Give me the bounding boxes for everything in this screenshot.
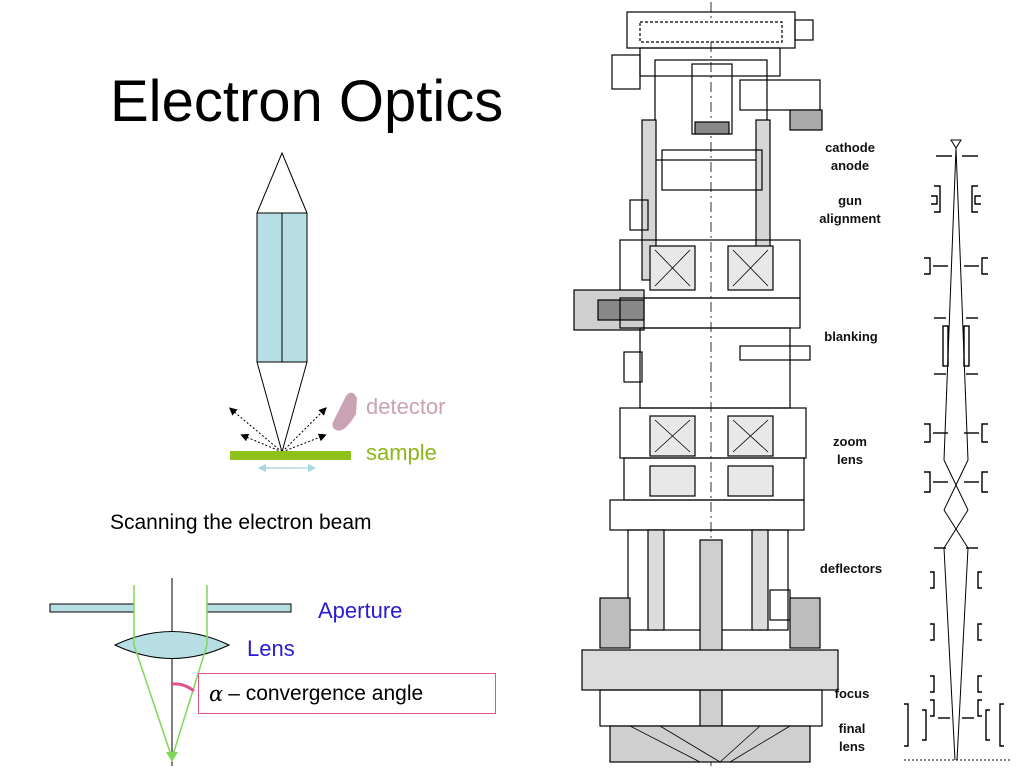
convergence-angle-text: – convergence angle — [228, 681, 424, 705]
slide-title: Electron Optics — [110, 69, 504, 134]
cathode-anode-label: cathode anode — [813, 139, 887, 175]
zoom-lens-word: lens — [836, 452, 863, 467]
scan-caption: Scanning the electron beam — [110, 511, 372, 534]
converging-rays — [133, 585, 208, 759]
detector-shape — [332, 392, 357, 431]
lens-shape — [113, 631, 231, 659]
cathode-label: cathode — [825, 140, 875, 155]
aperture-plates — [49, 603, 292, 613]
electron-beam-shape — [256, 151, 308, 453]
aperture-label: Aperture — [318, 598, 403, 623]
final-lens-label: final lens — [822, 720, 882, 756]
alpha-symbol: α — [209, 681, 224, 706]
zoom-label: zoom — [833, 434, 867, 449]
convergence-angle-arc — [171, 682, 195, 693]
deflectors-label: deflectors — [819, 561, 883, 576]
convergence-angle-box: α – convergence angle — [198, 673, 496, 714]
electron-column-drawing — [573, 2, 839, 766]
alignment-label: alignment — [819, 211, 881, 226]
ray-schematic — [904, 139, 1012, 761]
zoom-lens-label: zoom lens — [818, 433, 882, 469]
gun-label: gun — [838, 193, 862, 208]
gun-alignment-label: gun alignment — [808, 192, 892, 228]
final-label: final — [838, 721, 866, 736]
final-lens-word: lens — [838, 739, 865, 754]
sample-label: sample — [366, 440, 437, 465]
focal-point-marker — [166, 752, 178, 762]
scattered-electrons — [228, 407, 327, 453]
lens-label: Lens — [247, 636, 295, 661]
detector-label: detector — [366, 394, 446, 419]
anode-label: anode — [830, 158, 870, 173]
sample-bar — [230, 451, 351, 460]
blanking-label: blanking — [824, 329, 878, 344]
focus-label: focus — [834, 686, 870, 701]
